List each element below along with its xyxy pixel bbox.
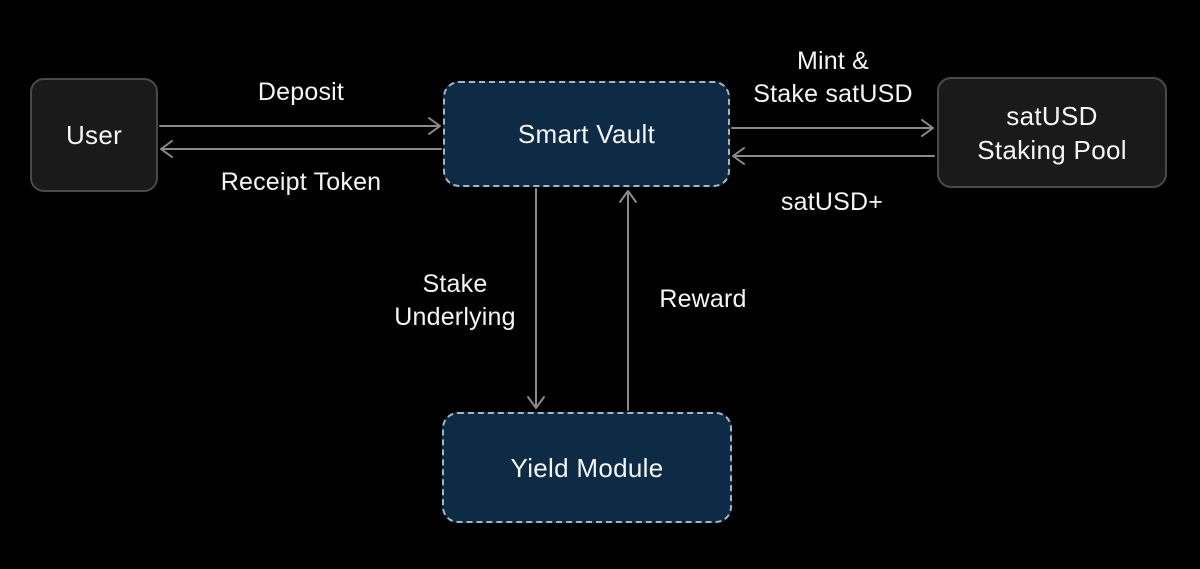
- arrow-satusd-plus: [732, 147, 935, 165]
- edge-label-receipt-token: Receipt Token: [220, 168, 382, 196]
- edge-label-reward: Reward: [659, 285, 747, 313]
- node-staking-pool: satUSD Staking Pool: [937, 77, 1167, 188]
- node-staking-pool-label: satUSD Staking Pool: [977, 100, 1127, 165]
- node-yield-module-label: Yield Module: [510, 452, 664, 483]
- arrow-receipt-token: [160, 140, 442, 158]
- edge-label-stake-underlying: Stake Underlying: [394, 270, 516, 331]
- edge-label-mint-stake: Mint & Stake satUSD: [753, 47, 913, 108]
- edge-label-satusd-plus: satUSD+: [780, 188, 884, 216]
- arrow-mint-stake: [731, 119, 934, 137]
- arrow-deposit: [159, 117, 441, 135]
- node-user-label: User: [65, 120, 123, 150]
- node-yield-module: Yield Module: [442, 412, 732, 523]
- arrow-reward: [619, 190, 637, 411]
- node-user: User: [30, 78, 158, 192]
- node-smart-vault-label: Smart Vault: [517, 119, 656, 149]
- edge-label-deposit: Deposit: [257, 78, 345, 106]
- node-smart-vault: Smart Vault: [443, 81, 730, 187]
- arrow-stake-underlying: [527, 188, 545, 409]
